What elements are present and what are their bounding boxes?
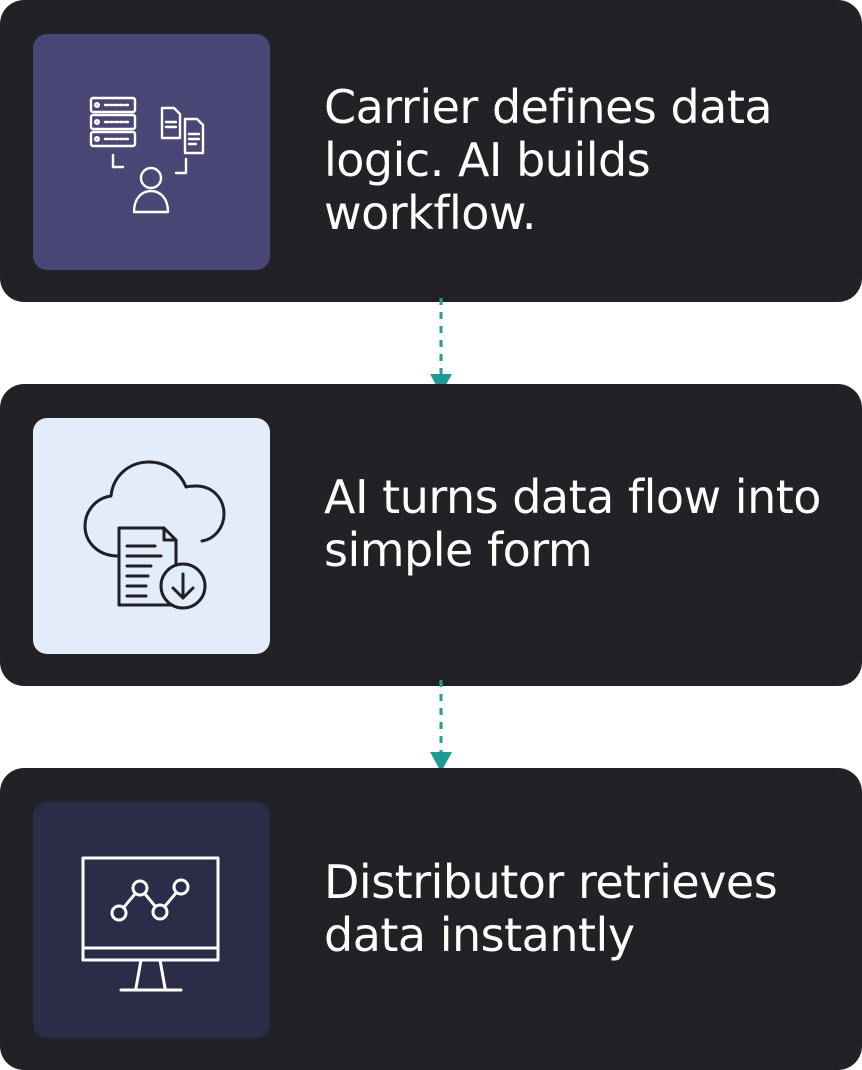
monitor-chart-icon [81,856,220,992]
step-1-icon-box [33,34,270,270]
step-2-icon-box [33,418,270,654]
step-card-2 [0,384,862,686]
connector-arrow-1 [430,298,452,394]
step-2-text: AI turns data flow into simple form [324,470,821,577]
step-3-text: Distributor retrieves data instantly [324,855,778,962]
step-1-text: Carrier defines data logic. AI builds wo… [324,80,773,240]
server-documents-person-icon [89,96,205,214]
step-3-icon-box [33,802,270,1038]
step-card-3 [0,768,862,1070]
cloud-document-download-icon [83,460,226,610]
step-card-1 [0,0,862,302]
connector-arrow-2 [430,680,452,772]
